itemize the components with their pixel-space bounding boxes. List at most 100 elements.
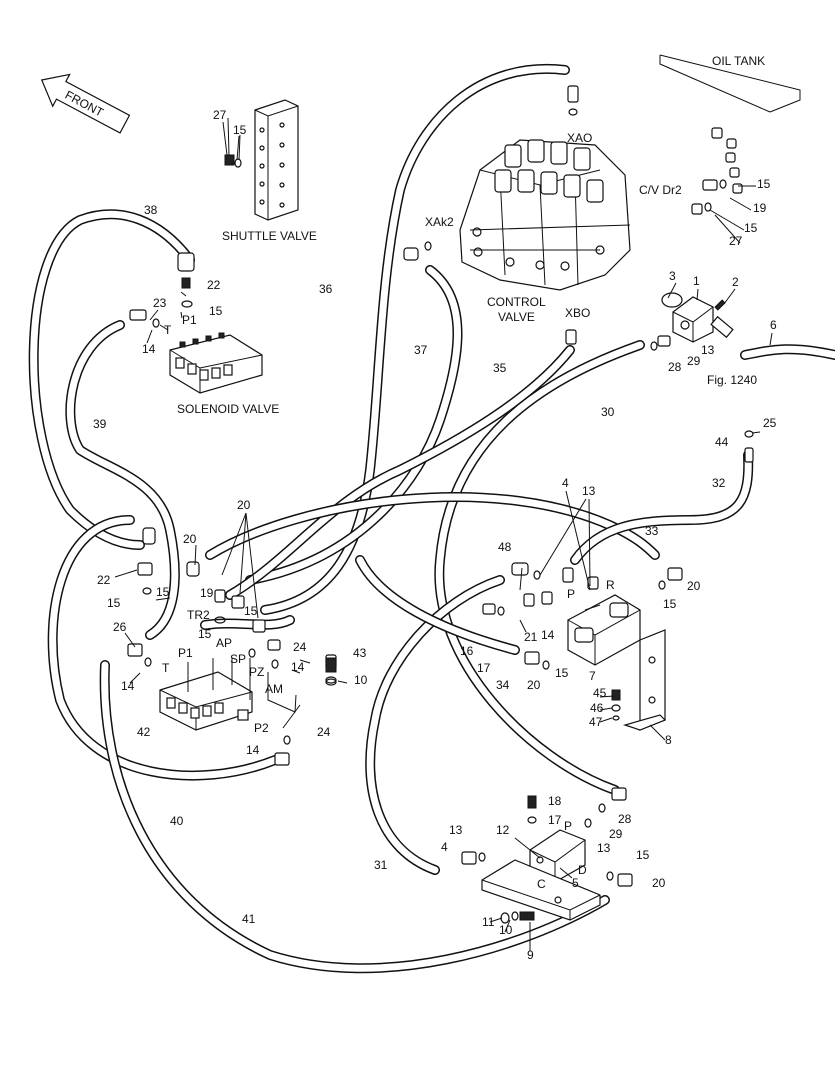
oil-tank: OIL TANK bbox=[659, 54, 801, 194]
callout-27a: 27 bbox=[213, 108, 227, 122]
callout-27b: 27 bbox=[729, 234, 743, 248]
callout-46: 46 bbox=[590, 701, 604, 715]
port-xao: XAO bbox=[567, 131, 592, 145]
control-valve-label-line2: VALVE bbox=[498, 310, 535, 324]
fig-ref: Fig. 1240 bbox=[707, 373, 757, 387]
callout-24a: 24 bbox=[293, 640, 307, 654]
control-valve-label-line1: CONTROL bbox=[487, 295, 546, 309]
callout-20d: 20 bbox=[527, 678, 541, 692]
callout-17b: 17 bbox=[548, 813, 562, 827]
callout-37: 37 bbox=[414, 343, 428, 357]
callout-15h: 15 bbox=[198, 627, 212, 641]
callout-4a: 4 bbox=[562, 476, 569, 490]
solenoid-valve-bottom bbox=[159, 671, 253, 731]
callout-32: 32 bbox=[712, 476, 726, 490]
callout-8: 8 bbox=[665, 733, 672, 747]
callout-15b: 15 bbox=[757, 177, 771, 191]
port-p-lower: P bbox=[564, 819, 572, 833]
callout-14d: 14 bbox=[121, 679, 135, 693]
callout-44: 44 bbox=[715, 435, 729, 449]
solenoid-valve-label: SOLENOID VALVE bbox=[177, 402, 279, 416]
port-ap: AP bbox=[216, 636, 232, 650]
port-cv-dr2: C/V Dr2 bbox=[639, 183, 682, 197]
control-valve: CONTROL VALVE bbox=[459, 139, 631, 324]
callout-48: 48 bbox=[498, 540, 512, 554]
callout-6: 6 bbox=[770, 318, 777, 332]
callout-28b: 28 bbox=[618, 812, 632, 826]
port-am: AM bbox=[265, 682, 283, 696]
callout-24b: 24 bbox=[317, 725, 331, 739]
callout-leaders bbox=[114, 121, 773, 951]
callout-12: 12 bbox=[496, 823, 510, 837]
callout-20b: 20 bbox=[183, 532, 197, 546]
callout-16: 16 bbox=[460, 644, 474, 658]
leader-lines bbox=[187, 604, 601, 729]
callout-15d: 15 bbox=[209, 304, 223, 318]
callout-38: 38 bbox=[144, 203, 158, 217]
callout-20c: 20 bbox=[687, 579, 701, 593]
callout-29a: 29 bbox=[687, 354, 701, 368]
callout-31: 31 bbox=[374, 858, 388, 872]
callout-15k: 15 bbox=[636, 848, 650, 862]
port-p1-top: P1 bbox=[182, 313, 197, 327]
callout-19b: 19 bbox=[200, 586, 214, 600]
callout-40: 40 bbox=[170, 814, 184, 828]
callout-22b: 22 bbox=[97, 573, 111, 587]
port-xbo: XBO bbox=[565, 306, 590, 320]
callout-5: 5 bbox=[572, 876, 579, 890]
callout-41: 41 bbox=[242, 912, 256, 926]
callout-15i: 15 bbox=[663, 597, 677, 611]
callout-39: 39 bbox=[93, 417, 107, 431]
callout-21: 21 bbox=[524, 630, 538, 644]
valve-block-7 bbox=[567, 594, 641, 666]
callout-13b: 13 bbox=[582, 484, 596, 498]
port-tr2: TR2 bbox=[187, 608, 210, 622]
callout-10a: 10 bbox=[354, 673, 368, 687]
callout-25: 25 bbox=[763, 416, 777, 430]
port-labels: XAO XAk2 XBO C/V Dr2 P1 T TR2 AP SP PZ A… bbox=[162, 131, 682, 891]
callout-2: 2 bbox=[732, 275, 739, 289]
callout-15j: 15 bbox=[555, 666, 569, 680]
callout-33: 33 bbox=[645, 524, 659, 538]
callout-11: 11 bbox=[482, 915, 495, 929]
callout-45: 45 bbox=[593, 686, 607, 700]
callout-17a: 17 bbox=[477, 661, 491, 675]
callout-15g: 15 bbox=[244, 604, 258, 618]
callout-20e: 20 bbox=[652, 876, 666, 890]
callout-19a: 19 bbox=[753, 201, 767, 215]
callout-13d: 13 bbox=[597, 841, 611, 855]
callout-43: 43 bbox=[353, 646, 367, 660]
callout-29b: 29 bbox=[609, 827, 623, 841]
callout-28a: 28 bbox=[668, 360, 682, 374]
port-t-bottom: T bbox=[162, 661, 170, 675]
callout-4b: 4 bbox=[441, 840, 448, 854]
callout-13c: 13 bbox=[449, 823, 463, 837]
callout-14b: 14 bbox=[541, 628, 555, 642]
callout-13a: 13 bbox=[701, 343, 715, 357]
port-p1-bottom: P1 bbox=[178, 646, 193, 660]
shuttle-valve: SHUTTLE VALVE bbox=[222, 99, 317, 243]
callout-22a: 22 bbox=[207, 278, 221, 292]
callout-3: 3 bbox=[669, 269, 676, 283]
part-number-callouts: 1 2 3 4 4 5 6 7 8 9 10 10 11 12 13 13 13… bbox=[93, 108, 777, 962]
port-r-upper: R bbox=[606, 578, 615, 592]
callout-15c: 15 bbox=[744, 221, 758, 235]
part-1-block bbox=[661, 292, 734, 343]
callout-18: 18 bbox=[548, 794, 562, 808]
callout-14e: 14 bbox=[246, 743, 260, 757]
callout-15f: 15 bbox=[107, 596, 121, 610]
callout-9: 9 bbox=[527, 948, 534, 962]
callout-7: 7 bbox=[589, 669, 596, 683]
port-p2: P2 bbox=[254, 721, 269, 735]
shuttle-valve-label: SHUTTLE VALVE bbox=[222, 229, 317, 243]
fittings bbox=[127, 85, 754, 924]
control-valve-spools bbox=[472, 139, 605, 271]
callout-35: 35 bbox=[493, 361, 507, 375]
port-d-lower: D bbox=[578, 863, 587, 877]
port-sp: SP bbox=[230, 652, 246, 666]
bracket-8 bbox=[622, 629, 667, 731]
callout-34: 34 bbox=[496, 678, 510, 692]
solenoid-valve-top: SOLENOID VALVE bbox=[169, 332, 279, 416]
port-c-lower: C bbox=[537, 877, 546, 891]
